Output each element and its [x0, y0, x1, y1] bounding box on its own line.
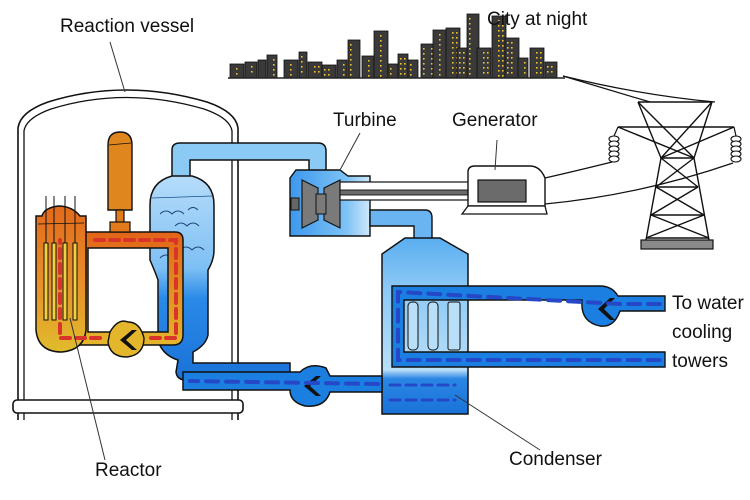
feedwater-flow-dashes [188, 379, 380, 386]
city-building [361, 55, 375, 79]
turbine-leader [339, 132, 361, 171]
city-building [229, 63, 245, 79]
city-building [544, 61, 558, 79]
insulator-left-icon [608, 135, 620, 163]
city-building [407, 59, 419, 79]
city-building [336, 59, 348, 79]
feedwater-pump-arrow-icon [304, 376, 321, 396]
feedwater-pipe [182, 365, 383, 407]
cooling-flow-dashes [396, 289, 662, 362]
city-building [298, 51, 308, 79]
label-generator: Generator [452, 110, 538, 131]
control-rods [43, 196, 78, 321]
city-building [257, 59, 267, 79]
primary-flow-dashes [58, 238, 178, 340]
city-building [266, 54, 278, 79]
label-reaction-vessel: Reaction vessel [60, 16, 195, 37]
generator-rotor [477, 179, 527, 203]
city-building [321, 64, 337, 79]
condenser-leader [454, 394, 541, 451]
label-cooling-2: cooling [672, 322, 733, 343]
city-skyline [229, 13, 558, 79]
transmission-tower-icon [617, 101, 735, 241]
power-lines [562, 75, 716, 103]
condenser [381, 237, 469, 415]
label-turbine: Turbine [333, 110, 397, 131]
reaction-vessel-leader [109, 41, 126, 93]
city-building [307, 61, 323, 79]
city-building [397, 53, 409, 79]
city-building [517, 57, 529, 79]
reaction-vessel [12, 89, 244, 420]
condenser-dashes [388, 383, 457, 402]
steam-generator [149, 175, 291, 381]
generator-output-lines [544, 161, 734, 205]
exhaust-pipe [369, 209, 433, 241]
cooling-water-loop [391, 285, 666, 368]
generator-leader [494, 139, 498, 171]
label-cooling-3: towers [672, 351, 728, 372]
city-building [347, 39, 361, 79]
insulator-right-icon [730, 135, 742, 163]
pump-arrow-icon [120, 330, 137, 350]
label-cooling-1: To water [672, 293, 744, 314]
label-reactor: Reactor [95, 460, 162, 481]
label-condenser: Condenser [509, 449, 602, 470]
pressurizer [107, 131, 133, 211]
label-city: City at night [487, 9, 588, 30]
city-building [244, 61, 258, 79]
turbine-blades-icon [301, 179, 341, 229]
city-building [387, 63, 399, 79]
tower-base [640, 239, 714, 250]
reactor-leader [69, 317, 106, 461]
